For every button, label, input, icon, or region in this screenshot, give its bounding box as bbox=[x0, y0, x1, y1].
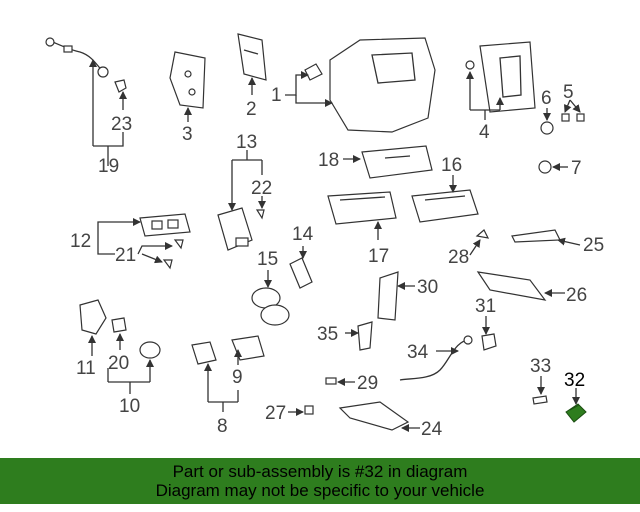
callout-27[interactable]: 27 bbox=[265, 403, 286, 424]
part-14-lighter-drawing bbox=[289, 257, 313, 289]
callout-22[interactable]: 22 bbox=[251, 178, 272, 199]
part-3-bracket-drawing bbox=[169, 51, 206, 109]
part-25-trim-strip-drawing bbox=[511, 229, 561, 243]
callout-26[interactable]: 26 bbox=[566, 285, 587, 306]
leader-line-12 bbox=[97, 218, 141, 240]
callout-11[interactable]: 11 bbox=[76, 358, 96, 379]
part-29-clip-drawing bbox=[325, 377, 337, 385]
part-23-clip-drawing bbox=[114, 79, 127, 93]
callout-5[interactable]: 5 bbox=[563, 82, 574, 103]
part-8-bulb-drawing bbox=[191, 341, 217, 365]
callout-2[interactable]: 2 bbox=[246, 99, 257, 120]
part-19-wire-harness-drawing bbox=[45, 37, 109, 78]
part-9-socket-drawing bbox=[231, 335, 265, 361]
callout-28[interactable]: 28 bbox=[448, 247, 469, 268]
banner-part-line: Part or sub-assembly is #32 in diagram bbox=[172, 462, 468, 481]
part-15-socket-drawing bbox=[251, 287, 290, 326]
part-18-tray-drawing bbox=[361, 145, 433, 179]
callout-33[interactable]: 33 bbox=[530, 356, 551, 377]
part-21-clip-b-drawing bbox=[162, 259, 173, 270]
part-28-clip-drawing bbox=[475, 229, 490, 239]
callout-3[interactable]: 3 bbox=[182, 124, 193, 145]
callout-34[interactable]: 34 bbox=[407, 342, 429, 363]
callout-10[interactable]: 10 bbox=[119, 396, 140, 417]
callout-32-highlighted[interactable]: 32 bbox=[564, 370, 585, 391]
bracket-19 bbox=[93, 132, 124, 147]
part-13-switch-drawing bbox=[217, 207, 253, 251]
callout-16[interactable]: 16 bbox=[441, 155, 462, 176]
part-32-highlighted-drawing[interactable] bbox=[565, 403, 587, 423]
callout-29[interactable]: 29 bbox=[357, 373, 378, 394]
leader-line-5a bbox=[564, 99, 572, 113]
part-26-panel-drawing bbox=[476, 271, 547, 301]
callout-31[interactable]: 31 bbox=[475, 296, 496, 317]
callout-17[interactable]: 17 bbox=[368, 246, 389, 267]
callout-15[interactable]: 15 bbox=[257, 249, 278, 270]
callout-23[interactable]: 23 bbox=[111, 114, 132, 135]
banner-disclaimer-line: Diagram may not be specific to your vehi… bbox=[155, 481, 485, 500]
diagram-notice-banner: Part or sub-assembly is #32 in diagram D… bbox=[0, 458, 640, 504]
callout-14[interactable]: 14 bbox=[292, 224, 314, 245]
part-27-fastener-drawing bbox=[304, 405, 314, 415]
part-24-cover-drawing bbox=[338, 401, 410, 431]
callout-13[interactable]: 13 bbox=[236, 132, 257, 153]
part-6-cap-drawing bbox=[540, 121, 554, 135]
part-2-panel-drawing bbox=[237, 33, 267, 81]
part-16-storage-box-drawing bbox=[411, 189, 479, 223]
part-1-center-console-drawing bbox=[304, 37, 436, 133]
part-7-washer-drawing bbox=[538, 160, 552, 174]
callout-4[interactable]: 4 bbox=[479, 122, 490, 143]
leader-line-21a bbox=[137, 242, 173, 255]
part-4-shifter-trim-drawing bbox=[465, 41, 536, 113]
leader-line-28 bbox=[469, 239, 481, 256]
callout-25[interactable]: 25 bbox=[583, 235, 604, 256]
callout-7[interactable]: 7 bbox=[571, 158, 582, 179]
part-11-socket-drawing bbox=[79, 299, 107, 335]
bracket-12 bbox=[97, 240, 115, 255]
exploded-parts-diagram: 1 2 3 4 5 6 7 8 9 10 11 12 13 14 15 16 1… bbox=[45, 33, 604, 440]
callout-6[interactable]: 6 bbox=[541, 88, 552, 109]
part-34-cable-end-drawing bbox=[463, 335, 473, 345]
callout-24[interactable]: 24 bbox=[421, 419, 443, 440]
callout-1[interactable]: 1 bbox=[271, 85, 282, 106]
callout-9[interactable]: 9 bbox=[232, 367, 243, 388]
callout-8[interactable]: 8 bbox=[217, 416, 228, 437]
callout-20[interactable]: 20 bbox=[108, 353, 129, 374]
part-22-clip-drawing bbox=[255, 209, 265, 220]
leader-line-5b bbox=[569, 99, 581, 113]
part-35-knob-drawing bbox=[357, 321, 373, 351]
callout-19[interactable]: 19 bbox=[98, 156, 119, 177]
part-33-clip-drawing bbox=[532, 395, 548, 405]
callout-21[interactable]: 21 bbox=[115, 245, 136, 266]
leader-line-1b bbox=[295, 95, 333, 107]
callout-12[interactable]: 12 bbox=[70, 231, 91, 252]
leader-line-1a bbox=[285, 71, 309, 96]
part-20-bulb-drawing bbox=[111, 317, 127, 333]
part-5-screws-drawing bbox=[561, 113, 585, 122]
leader-line-21b bbox=[141, 253, 163, 264]
callout-18[interactable]: 18 bbox=[318, 150, 339, 171]
part-30-shift-knob-drawing bbox=[377, 271, 399, 321]
callout-labels: 1 2 3 4 5 6 7 8 9 10 11 12 13 14 15 16 1… bbox=[70, 82, 604, 440]
part-12-switch-panel-drawing bbox=[139, 213, 191, 237]
part-17-storage-box-drawing bbox=[327, 191, 397, 225]
part-21-clip-a-drawing bbox=[173, 239, 184, 250]
part-34-cable-drawing bbox=[399, 339, 471, 381]
callout-35[interactable]: 35 bbox=[317, 324, 338, 345]
part-10-socket-drawing bbox=[139, 341, 161, 359]
callout-30[interactable]: 30 bbox=[417, 277, 438, 298]
part-31-bracket-drawing bbox=[481, 333, 497, 351]
leader-line-25 bbox=[557, 237, 581, 246]
